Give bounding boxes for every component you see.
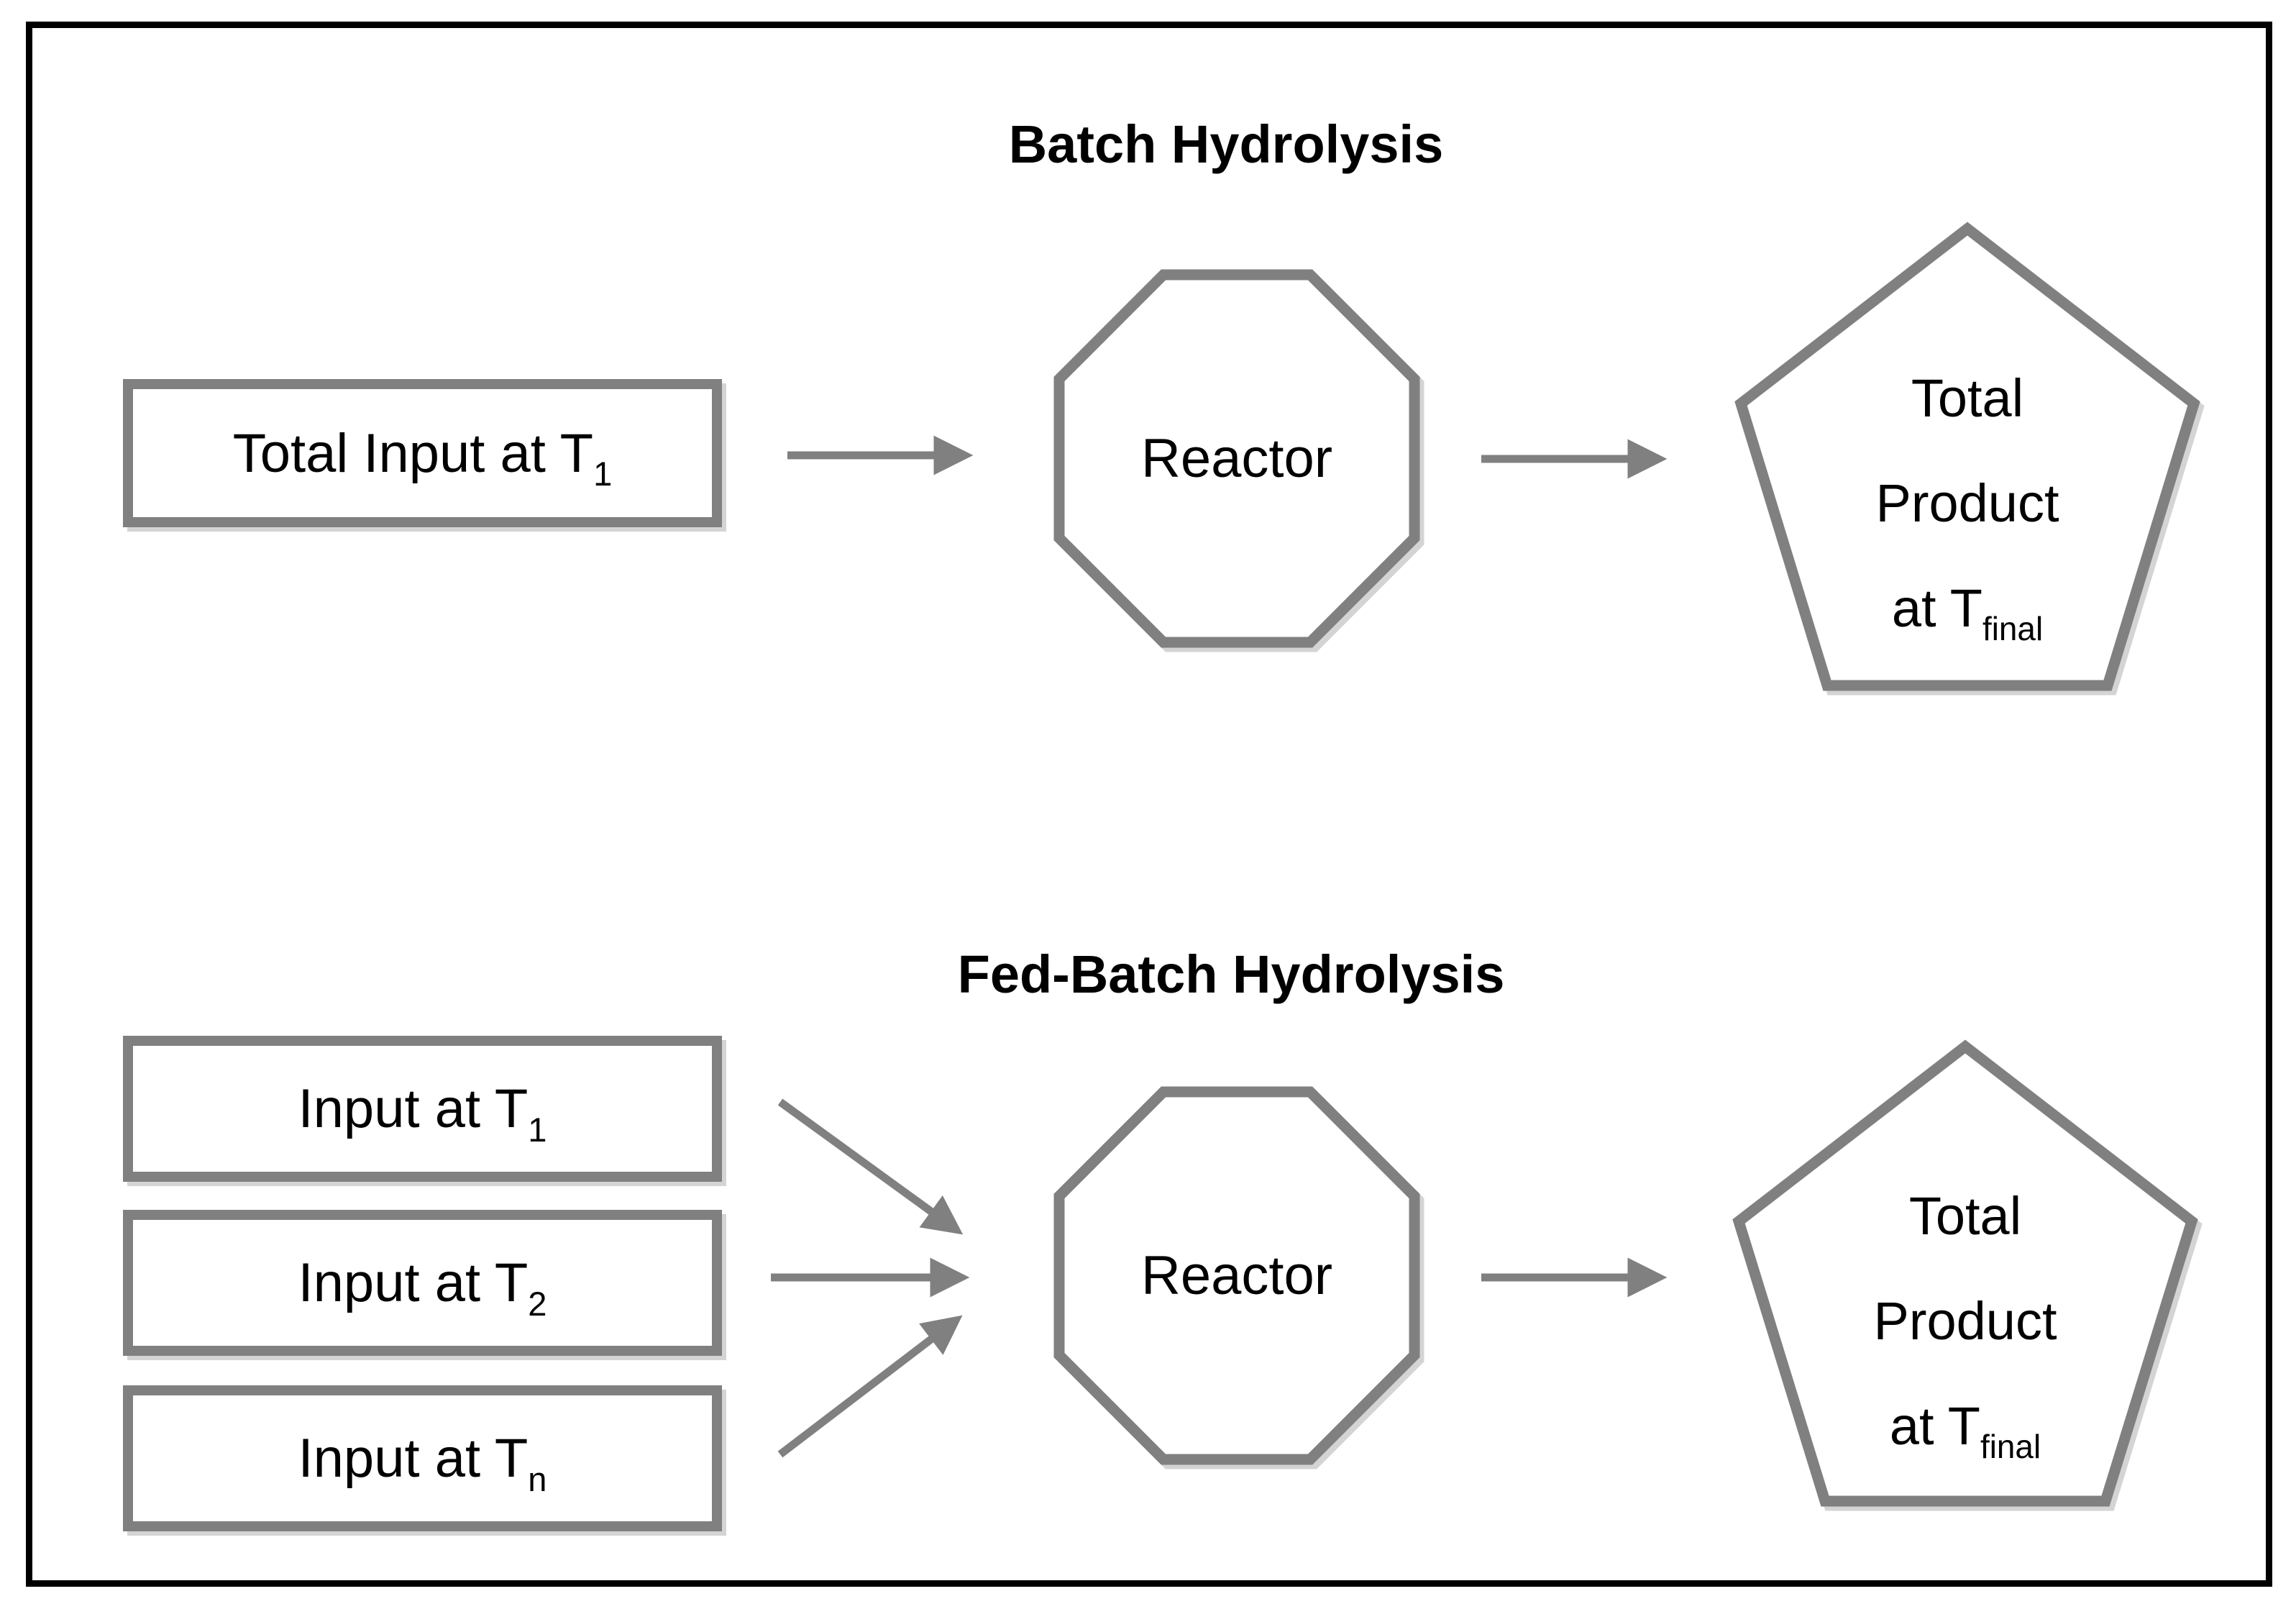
fed-batch-input-label-3: Input at Tn — [298, 1428, 547, 1498]
outer-frame — [26, 22, 2272, 1587]
fed-batch-input-box-2: Input at T2 — [123, 1210, 722, 1356]
fed-batch-input1-arrow-icon — [777, 1098, 964, 1235]
batch-total-input-label: Total Input at T1 — [232, 422, 613, 493]
fed-batch-input-subscript-1: 1 — [528, 1110, 547, 1149]
fed-batch-input-label-1: Input at T1 — [298, 1078, 547, 1149]
batch-product-pentagon — [1734, 222, 2200, 691]
fed-batch-reactor-octagon — [1053, 1086, 1420, 1465]
fed-batch-product-pentagon — [1732, 1039, 2198, 1507]
batch-total-input-subscript: 1 — [593, 455, 613, 493]
fed-batch-input-subscript-2: 2 — [528, 1284, 547, 1323]
fed-batch-section-title: Fed-Batch Hydrolysis — [957, 944, 1505, 1004]
batch-reactor-octagon — [1053, 269, 1420, 648]
fed-batch-input-subscript-3: n — [528, 1459, 547, 1498]
batch-section-title: Batch Hydrolysis — [1008, 114, 1444, 174]
fed-batch-input-box-3: Input at Tn — [123, 1385, 722, 1531]
batch-total-input-box: Total Input at T1 — [123, 379, 722, 527]
fed-batch-input-label-2: Input at T2 — [298, 1252, 547, 1323]
fed-batch-input3-arrow-icon — [777, 1315, 963, 1458]
fed-batch-input-box-1: Input at T1 — [123, 1036, 722, 1182]
